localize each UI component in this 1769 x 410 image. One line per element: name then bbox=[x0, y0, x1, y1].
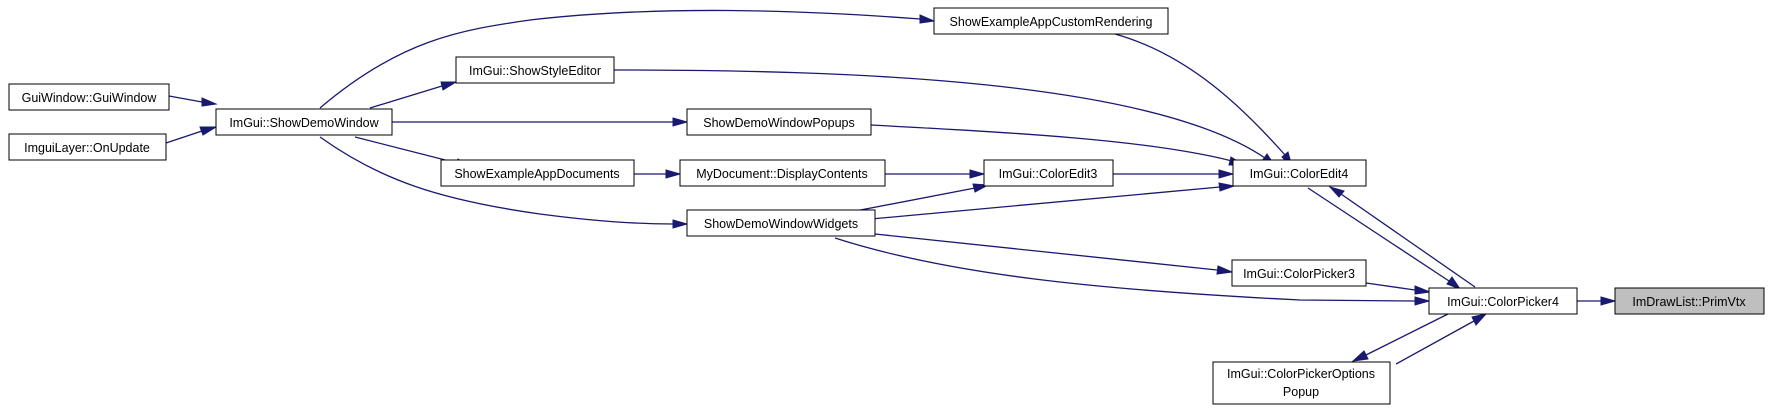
arrowhead bbox=[1600, 296, 1617, 306]
arrowhead bbox=[1216, 265, 1234, 275]
node-showdemowindowpopups[interactable]: ShowDemoWindowPopups bbox=[686, 108, 872, 136]
node-colorpicker4[interactable]: ImGui::ColorPicker4 bbox=[1428, 287, 1578, 315]
node-showdemowindowwidgets[interactable]: ShowDemoWindowWidgets bbox=[686, 209, 876, 237]
node-showexampleappdocuments[interactable]: ShowExampleAppDocuments bbox=[440, 159, 635, 187]
arrowhead bbox=[440, 81, 458, 91]
node-showdemowindow[interactable]: ImGui::ShowDemoWindow bbox=[215, 108, 393, 136]
node-label: ImGui::ShowDemoWindow bbox=[229, 116, 379, 130]
node-label: ImGui::ColorPicker4 bbox=[1447, 295, 1559, 309]
edge-widgets-to-coloredit4 bbox=[859, 186, 1221, 221]
arrowhead bbox=[1328, 186, 1345, 198]
arrowhead bbox=[201, 97, 218, 107]
edges bbox=[165, 9, 1617, 365]
edge-guiwindow-to-showdemowindow bbox=[168, 95, 203, 103]
node-label-line1: ImGui::ColorPickerOptions bbox=[1227, 367, 1375, 381]
node-label: MyDocument::DisplayContents bbox=[696, 167, 868, 181]
edge-styleeditor-to-coloredit4 bbox=[613, 69, 1266, 159]
edge-customrendering-to-coloredit4 bbox=[1114, 33, 1286, 156]
node-label: ShowDemoWindowPopups bbox=[703, 116, 854, 130]
node-mydocument-displaycontents[interactable]: MyDocument::DisplayContents bbox=[679, 159, 886, 187]
node-imdrawlist-primvtx[interactable]: ImDrawList::PrimVtx bbox=[1614, 287, 1765, 315]
node-label: ShowExampleAppCustomRendering bbox=[950, 15, 1153, 29]
node-showstyleeditor[interactable]: ImGui::ShowStyleEditor bbox=[455, 56, 615, 84]
arrowhead bbox=[1414, 296, 1431, 306]
arrowhead bbox=[672, 117, 689, 127]
node-label: ImDrawList::PrimVtx bbox=[1632, 295, 1746, 309]
node-coloredit4[interactable]: ImGui::ColorEdit4 bbox=[1232, 159, 1367, 187]
edge-showdemowindow-to-styleeditor bbox=[369, 85, 443, 109]
node-showexampleappcustomrendering[interactable]: ShowExampleAppCustomRendering bbox=[933, 7, 1169, 35]
node-label: ImguiLayer::OnUpdate bbox=[24, 141, 150, 155]
node-imguilayer-onupdate[interactable]: ImguiLayer::OnUpdate bbox=[8, 133, 167, 161]
arrowhead bbox=[1351, 350, 1369, 362]
node-label: ImGui::ColorPicker3 bbox=[1243, 267, 1355, 281]
node-colorpicker3[interactable]: ImGui::ColorPicker3 bbox=[1231, 259, 1367, 287]
arrowhead bbox=[1218, 169, 1235, 179]
arrowhead bbox=[1446, 276, 1462, 291]
edge-imguilayer-to-showdemowindow bbox=[165, 130, 203, 144]
arrowhead bbox=[199, 126, 218, 136]
arrowhead bbox=[919, 14, 936, 24]
nodes: GuiWindow::GuiWindow ImguiLayer::OnUpdat… bbox=[8, 7, 1765, 405]
arrowhead bbox=[969, 169, 986, 179]
node-label: ImGui::ColorEdit3 bbox=[999, 167, 1098, 181]
arrowhead bbox=[1414, 285, 1432, 295]
edge-colorpicker3-to-colorpicker4 bbox=[1365, 282, 1416, 291]
node-colorpickeroptionspopup[interactable]: ImGui::ColorPickerOptions Popup bbox=[1212, 361, 1391, 405]
edge-coloredit4-to-colorpicker4 bbox=[1307, 187, 1450, 282]
node-guiwindow[interactable]: GuiWindow::GuiWindow bbox=[8, 83, 170, 111]
edge-popups-to-coloredit4 bbox=[870, 124, 1233, 162]
node-coloredit3[interactable]: ImGui::ColorEdit3 bbox=[983, 159, 1114, 187]
edge-colorpicker4-to-optionspopup bbox=[1365, 312, 1451, 356]
arrowhead bbox=[665, 169, 682, 179]
arrowhead bbox=[1471, 313, 1488, 326]
edge-showdemowindow-to-customrendering bbox=[319, 9, 921, 109]
edge-widgets-to-coloredit3 bbox=[844, 187, 976, 214]
node-label-line2: Popup bbox=[1283, 385, 1319, 399]
node-label: GuiWindow::GuiWindow bbox=[22, 91, 158, 105]
arrowhead bbox=[1218, 182, 1236, 192]
arrowhead bbox=[672, 219, 689, 229]
edge-colorpicker4-to-coloredit4 bbox=[1340, 193, 1476, 288]
edge-optionspopup-to-colorpicker4 bbox=[1395, 320, 1475, 365]
node-label: ImGui::ColorEdit4 bbox=[1250, 167, 1349, 181]
edge-widgets-to-colorpicker4 bbox=[834, 237, 1416, 302]
edge-showdemowindow-to-widgets bbox=[319, 136, 674, 225]
node-label: ShowDemoWindowWidgets bbox=[704, 217, 858, 231]
node-label: ShowExampleAppDocuments bbox=[454, 167, 619, 181]
node-label: ImGui::ShowStyleEditor bbox=[469, 64, 601, 78]
edge-widgets-to-colorpicker3 bbox=[874, 233, 1218, 271]
edge-showdemowindow-to-documents bbox=[354, 136, 458, 164]
